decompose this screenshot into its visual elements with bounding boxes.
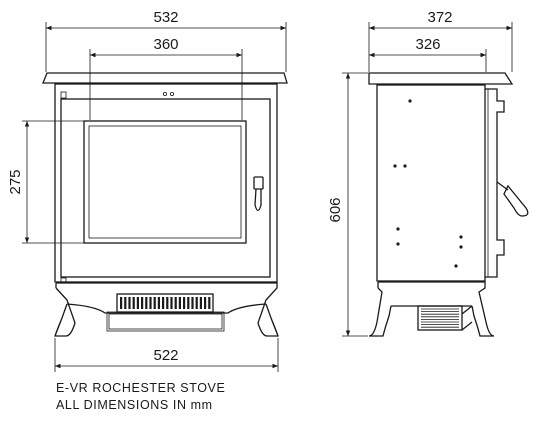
front-top-dot-right (169, 92, 174, 97)
front-top-plate (42, 72, 288, 84)
front-top-dot-left (162, 92, 167, 97)
screw-dot (396, 242, 400, 246)
dim-overall-height: 606 (327, 197, 344, 222)
front-view (42, 72, 288, 337)
grille-slot (195, 297, 198, 309)
front-body (54, 83, 278, 283)
grille-slot (157, 297, 160, 309)
side-base (368, 281, 495, 337)
grille-slot (208, 297, 211, 309)
front-lower-plate (106, 311, 225, 332)
side-body (376, 84, 486, 282)
dim-front-inner-width: 360 (153, 36, 178, 53)
screw-dot (393, 164, 397, 168)
side-panel-screws (393, 99, 463, 268)
grille-slot (145, 297, 148, 309)
side-top-plate (368, 72, 514, 85)
screw-dot (396, 227, 400, 231)
front-glass-inner (88, 125, 242, 239)
screw-dot (454, 264, 458, 268)
grille-slot (136, 297, 139, 309)
front-heater-grille (116, 293, 214, 313)
front-door (60, 98, 271, 278)
dim-side-body-depth: 326 (415, 36, 440, 53)
dim-glass-height: 275 (7, 169, 24, 194)
grille-slot (170, 297, 173, 309)
caption-units: ALL DIMENSIONS IN mm (56, 398, 213, 412)
screw-dot (403, 164, 407, 168)
front-base (54, 282, 279, 337)
dim-front-width: 532 (153, 9, 178, 26)
front-hinge-top (60, 91, 67, 99)
grille-slot (174, 297, 177, 309)
front-glass-outer (83, 120, 247, 244)
dim-side-depth: 372 (427, 9, 452, 26)
side-door-handle-icon (496, 181, 529, 217)
grille-slot (191, 297, 194, 309)
screw-dot (408, 99, 412, 103)
grille-slot (153, 297, 156, 309)
grille-slot (141, 297, 144, 309)
side-view (368, 72, 529, 337)
front-heater-grille-slots (120, 297, 211, 309)
dim-base-width: 522 (153, 347, 178, 364)
screw-dot (459, 245, 463, 249)
grille-slot (183, 297, 186, 309)
grille-slot (178, 297, 181, 309)
grille-slot (204, 297, 207, 309)
front-lower-plate-inner (108, 313, 223, 330)
grille-slot (199, 297, 202, 309)
side-heater-grille-slots (421, 308, 459, 328)
grille-slot (162, 297, 165, 309)
grille-slot (132, 297, 135, 309)
grille-slot (124, 297, 127, 309)
side-dimensions: 372 326 606 (327, 9, 513, 337)
front-door-handle-icon (253, 176, 264, 212)
grille-slot (149, 297, 152, 309)
grille-slot (187, 297, 190, 309)
grille-slot (166, 297, 169, 309)
side-door-profile (485, 88, 505, 278)
front-dimensions: 532 360 275 522 (7, 9, 287, 372)
caption-title: E-VR ROCHESTER STOVE (56, 381, 226, 395)
screw-dot (459, 235, 463, 239)
side-heater-box (417, 305, 463, 331)
grille-slot (128, 297, 131, 309)
grille-slot (120, 297, 123, 309)
